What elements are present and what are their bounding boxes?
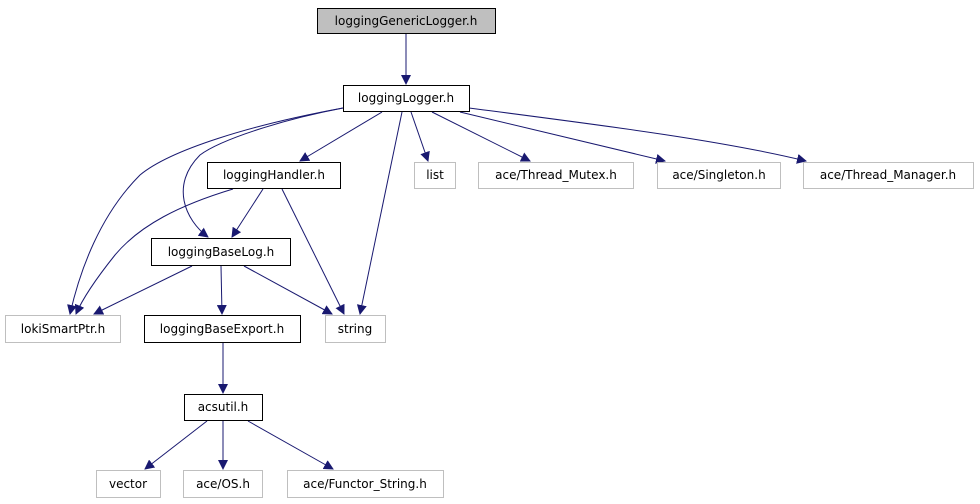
node-label: lokiSmartPtr.h [21, 322, 105, 336]
edge-handler-baselog [231, 188, 264, 238]
edge-logger-string [356, 111, 403, 315]
node-label: ace/Thread_Manager.h [820, 168, 956, 182]
node-label: loggingBaseExport.h [160, 322, 284, 336]
node-label: ace/Thread_Mutex.h [495, 168, 617, 182]
edge-logger-baselog [182, 107, 344, 238]
node-label: ace/OS.h [196, 477, 250, 491]
nodes: loggingGenericLogger.h loggingLogger.h l… [5, 8, 974, 498]
node-list: list [414, 162, 456, 189]
edge-logger-mutex [431, 111, 531, 162]
node-ace-thread-mutex: ace/Thread_Mutex.h [478, 162, 634, 189]
node-string: string [325, 315, 386, 343]
node-logging-base-export[interactable]: loggingBaseExport.h [144, 315, 301, 343]
edge-handler-string [281, 188, 345, 315]
edge-baselog-loki [93, 265, 193, 315]
node-logging-generic-logger[interactable]: loggingGenericLogger.h [317, 8, 496, 34]
edge-logger-loki [67, 107, 344, 315]
edge-acsutil-functor [247, 420, 334, 470]
node-acsutil[interactable]: acsutil.h [184, 394, 263, 421]
edge-handler-loki [74, 188, 234, 315]
node-logging-handler[interactable]: loggingHandler.h [207, 162, 341, 189]
node-label: ace/Functor_String.h [303, 477, 427, 491]
node-label: list [426, 168, 444, 182]
node-ace-functor-string: ace/Functor_String.h [287, 470, 444, 498]
node-loki-smart-ptr: lokiSmartPtr.h [5, 315, 121, 343]
edge-baselog-string [243, 265, 333, 315]
node-label: ace/Singleton.h [672, 168, 765, 182]
node-label: loggingGenericLogger.h [335, 14, 478, 28]
node-ace-os: ace/OS.h [183, 470, 263, 498]
edge-acsutil-vector [144, 420, 208, 470]
edge-logger-handler [299, 111, 383, 162]
node-ace-singleton: ace/Singleton.h [657, 162, 781, 189]
node-logging-base-log[interactable]: loggingBaseLog.h [151, 238, 291, 266]
edge-logger-singleton [459, 111, 666, 164]
node-label: loggingHandler.h [223, 168, 325, 182]
edges [67, 33, 807, 470]
node-vector: vector [96, 470, 161, 498]
node-logging-logger[interactable]: loggingLogger.h [343, 85, 470, 112]
edge-logger-thread-manager [468, 107, 807, 164]
node-label: loggingLogger.h [358, 91, 454, 105]
node-label: string [338, 322, 372, 336]
node-label: acsutil.h [198, 400, 249, 414]
node-label: loggingBaseLog.h [168, 245, 275, 259]
node-ace-thread-manager: ace/Thread_Manager.h [803, 162, 974, 189]
edge-baselog-baseexport [216, 265, 227, 315]
node-label: vector [109, 477, 147, 491]
edge-logger-list [410, 111, 430, 162]
